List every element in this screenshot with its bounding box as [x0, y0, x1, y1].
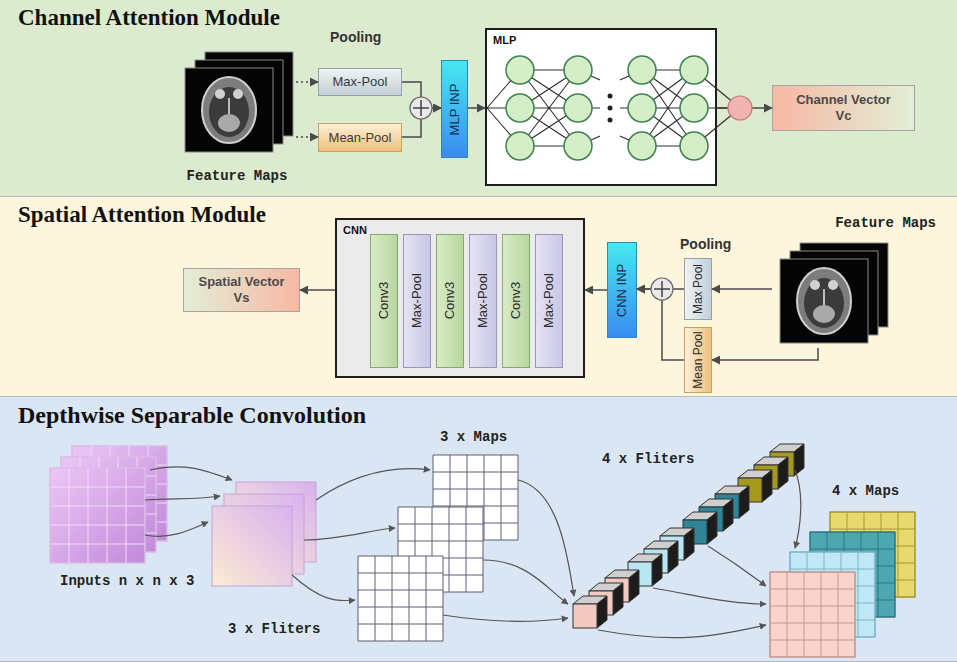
layer-name: Max-Pool — [409, 273, 424, 328]
mlp-box: MLP — [485, 28, 717, 186]
connector — [296, 136, 318, 138]
module-panel: Spatial Vector Vs Conv3 Max-Pool Conv3 Max-P… — [0, 197, 957, 397]
pooling-box: Mean-Pool — [318, 123, 402, 152]
sum-symbol — [651, 278, 673, 300]
box-title: CNN — [343, 224, 367, 236]
figure-label: Inputs n x n x 3 — [60, 573, 194, 589]
vector-name: Spatial Vector Vs — [192, 274, 292, 305]
layer-name: Conv3 — [442, 282, 457, 320]
group-label: Pooling — [330, 29, 381, 45]
mri-stack — [185, 52, 293, 152]
pointwise-filters — [573, 444, 804, 628]
input-bar: MLP INP — [441, 60, 468, 158]
pooling-name: Mean-Pool — [329, 130, 392, 146]
panel-title: Channel Attention Module — [18, 5, 280, 31]
pooling-box: Mean Pool — [684, 327, 712, 393]
feature-maps-label: Feature Maps — [835, 215, 936, 231]
connector — [585, 289, 607, 291]
layer-name: Max-Pool — [475, 273, 490, 328]
layer-name: Conv3 — [376, 282, 391, 320]
conv-layer: Conv3 — [502, 234, 530, 368]
input-name: MLP INP — [447, 83, 462, 135]
flow-arrows — [145, 467, 801, 638]
pooling-box: Max-Pool — [318, 68, 402, 96]
depthwise-filters — [212, 482, 316, 586]
sum-symbol — [410, 97, 432, 119]
input-grids — [50, 446, 167, 563]
output-vector: Spatial Vector Vs — [183, 268, 300, 312]
output-vector: Channel Vector Vc — [772, 85, 915, 131]
connector — [296, 81, 318, 83]
connector — [717, 107, 772, 109]
connector — [637, 289, 684, 360]
feature-maps-label: Feature Maps — [187, 168, 288, 184]
connector — [402, 108, 441, 137]
conv-layer: Conv3 — [370, 234, 398, 368]
pool-layer: Max-Pool — [535, 234, 563, 368]
pooling-name: Max Pool — [691, 264, 705, 314]
panel-title: Depthwise Separable Convolution — [18, 402, 366, 429]
pooling-name: Max-Pool — [333, 74, 388, 90]
input-name: CNN INP — [615, 263, 630, 316]
connector — [637, 288, 684, 290]
pool-layer: Max-Pool — [469, 234, 497, 368]
output-maps — [770, 512, 915, 657]
pooling-box: Max Pool — [684, 258, 712, 320]
connector — [712, 348, 818, 360]
depthwise-maps — [358, 455, 518, 641]
pooling-name: Mean Pool — [691, 331, 705, 388]
box-title: MLP — [493, 34, 516, 46]
input-bar: CNN INP — [607, 242, 637, 338]
feature-maps: Feature Maps — [772, 215, 942, 348]
connector — [300, 289, 335, 291]
conv-layer: Conv3 — [436, 234, 464, 368]
panel-title: Spatial Attention Module — [18, 202, 266, 228]
figure-label: 3 x Maps — [440, 429, 507, 445]
connector — [468, 107, 485, 109]
connector — [712, 288, 772, 290]
cnn-box: Conv3 Max-Pool Conv3 Max-Pool Conv3 Max-Pool C… — [335, 218, 585, 378]
pool-layer: Max-Pool — [403, 234, 431, 368]
module-panel: Feature Maps Max-PoolMean-Pool MLP INP MLP C… — [0, 0, 957, 197]
figure-label: 4 x Maps — [832, 483, 899, 499]
neural-network — [487, 56, 752, 160]
feature-maps: Feature Maps — [178, 48, 296, 184]
mri-stack — [780, 243, 888, 343]
group-label: Pooling — [680, 236, 731, 252]
layer-name: Max-Pool — [541, 273, 556, 328]
figure-label: 4 x Fliters — [602, 451, 694, 467]
figure-label: 3 x Fliters — [228, 621, 320, 637]
layer-name: Conv3 — [508, 282, 523, 320]
connector — [402, 82, 441, 108]
vector-name: Channel Vector Vc — [790, 92, 898, 123]
